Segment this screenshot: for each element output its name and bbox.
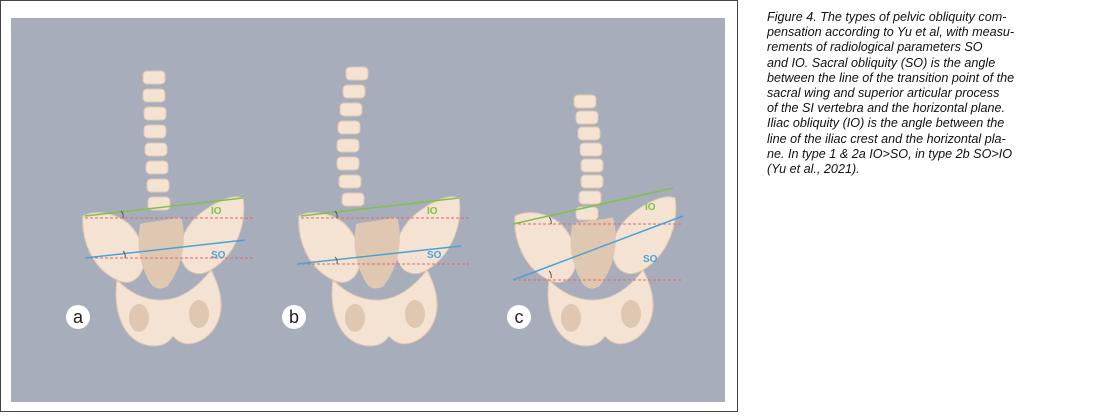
panel-letter: c — [515, 307, 524, 327]
caption-line: Figure 4. The types of pelvic obliquity … — [767, 10, 1007, 24]
obturator-foramen-right — [189, 300, 209, 328]
vertebra — [339, 102, 363, 117]
io-angle-arc — [334, 210, 338, 219]
vertebra — [578, 190, 602, 205]
so-label: SO — [643, 254, 658, 265]
figure-illustration: IO SO a IO SO b IO SO c — [11, 18, 725, 402]
sacrum — [354, 217, 400, 289]
io-label: IO — [645, 202, 656, 213]
vertebra — [336, 138, 360, 153]
pelvis-panel-c: IO SO c — [507, 94, 684, 347]
io-angle-arc — [120, 210, 124, 219]
vertebra — [143, 124, 167, 139]
caption-line: and IO. Sacral obliquity (SO) is the ang… — [767, 55, 996, 70]
vertebra — [577, 126, 601, 141]
vertebra — [579, 142, 603, 157]
left-iliac-wing — [82, 212, 145, 283]
pelvis-panel-a: IO SO a — [66, 70, 253, 347]
vertebra — [338, 174, 362, 189]
iliac-obliquity-line — [84, 197, 244, 217]
panel-letter: a — [73, 307, 84, 327]
sacrum — [138, 217, 184, 289]
panel-letter-badge — [66, 305, 90, 329]
obturator-foramen-right — [405, 300, 425, 328]
vertebra — [145, 160, 169, 175]
iliac-obliquity-line — [512, 187, 674, 225]
vertebra — [575, 110, 599, 125]
panel-letter-badge — [507, 305, 531, 329]
sacral-obliquity-line — [512, 215, 684, 281]
so-label: SO — [211, 250, 226, 261]
caption-line: (Yu et al., 2021). — [767, 162, 860, 177]
iliac-obliquity-line — [300, 197, 460, 217]
vertebra — [143, 106, 167, 121]
sacral-obliquity-line — [296, 245, 462, 265]
io-angle-arc — [548, 216, 552, 225]
vertebra — [345, 66, 369, 81]
obturator-foramen-left — [561, 304, 581, 332]
figure-frame: IO SO a IO SO b IO SO c — [0, 0, 738, 412]
so-angle-arc — [122, 250, 126, 259]
caption-line: sacral wing and superior articular proce… — [767, 86, 1000, 101]
left-iliac-wing — [298, 212, 361, 283]
caption-line: line of the iliac crest and the horizont… — [767, 131, 1006, 146]
panel-letter-badge — [282, 305, 306, 329]
pelvis-panel-b: IO SO b — [282, 66, 469, 347]
io-label: IO — [427, 206, 438, 217]
caption-line: Iliac obliquity (IO) is the angle betwee… — [767, 116, 1005, 131]
vertebra — [336, 156, 360, 171]
vertebra — [342, 84, 366, 99]
so-angle-arc — [334, 256, 338, 265]
panel-letter: b — [289, 307, 299, 327]
so-angle-arc — [548, 270, 552, 279]
vertebra — [146, 178, 170, 193]
vertebra — [573, 94, 597, 109]
vertebra — [580, 158, 604, 173]
io-label: IO — [211, 206, 222, 217]
obturator-foramen-left — [129, 304, 149, 332]
vertebra — [144, 142, 168, 157]
caption-line: between the line of the transition point… — [767, 70, 1015, 85]
vertebra — [142, 88, 166, 103]
vertebra — [337, 120, 361, 135]
caption-line: rements of radiological parameters SO — [767, 40, 983, 55]
sacrum — [570, 217, 616, 289]
vertebra — [341, 192, 365, 207]
caption-line: ne. In type 1 & 2a IO>SO, in type 2b SO>… — [767, 146, 1013, 161]
obturator-foramen-right — [621, 300, 641, 328]
left-iliac-wing — [514, 212, 577, 283]
sacral-obliquity-line — [84, 239, 246, 259]
obturator-foramen-left — [345, 304, 365, 332]
so-label: SO — [427, 250, 442, 261]
vertebra — [142, 70, 166, 85]
vertebra — [580, 174, 604, 189]
figure-caption: Figure 4. The types of pelvic obliquity … — [767, 10, 1103, 177]
caption-line: pensation according to Yu et al, with me… — [767, 25, 1015, 40]
caption-line: of the SI vertebra and the horizontal pl… — [767, 101, 1006, 116]
